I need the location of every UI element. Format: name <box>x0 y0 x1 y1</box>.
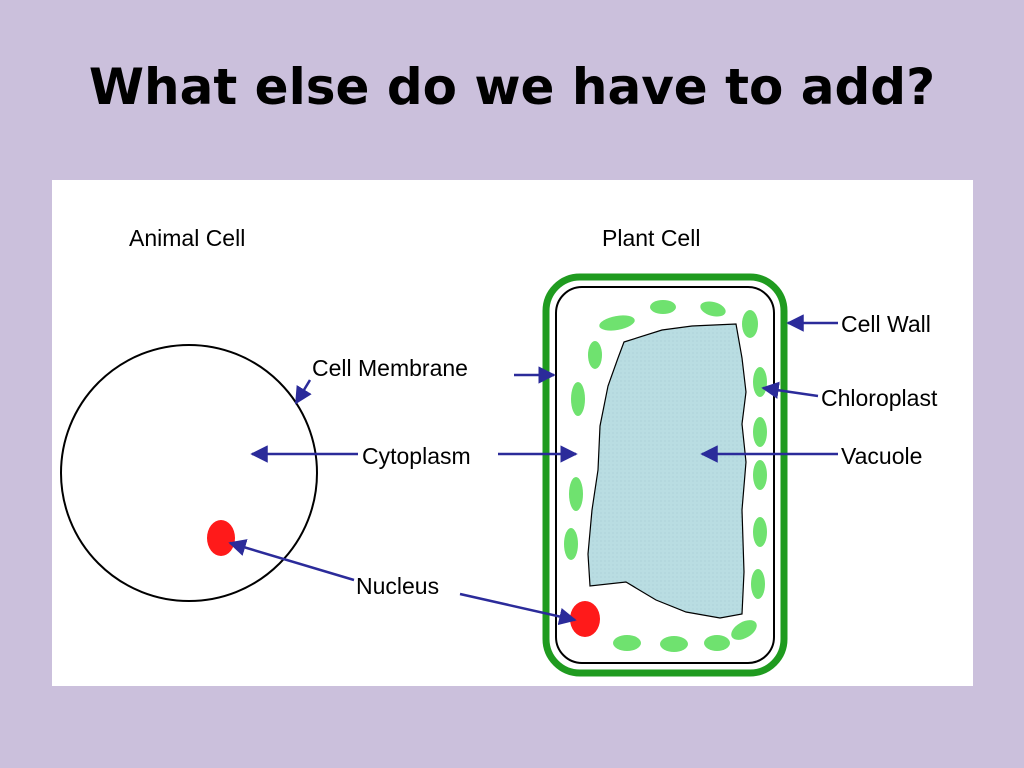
arrow-nucleus-animal <box>228 539 355 582</box>
chloroplast <box>571 382 585 416</box>
plant-cell-chloroplasts <box>564 300 767 652</box>
arrow-cell-membrane-animal <box>294 379 312 405</box>
chloroplast <box>753 367 767 397</box>
chloroplast <box>660 636 688 652</box>
chloroplast <box>599 315 635 331</box>
label-nucleus: Nucleus <box>356 573 440 599</box>
chloroplast <box>569 477 583 511</box>
animal-cell-heading: Animal Cell <box>129 225 246 251</box>
chloroplast <box>700 301 726 317</box>
plant-cell-heading: Plant Cell <box>602 225 701 251</box>
chloroplast <box>731 620 757 640</box>
plant-cell-vacuole <box>587 323 747 619</box>
chloroplast <box>751 569 765 599</box>
chloroplast <box>650 300 676 314</box>
chloroplast <box>588 341 602 369</box>
animal-cell-nucleus <box>207 520 235 556</box>
plant-cell-wall <box>542 273 788 677</box>
label-cytoplasm: Cytoplasm <box>362 443 471 469</box>
label-cell-membrane: Cell Membrane <box>312 355 468 381</box>
chloroplast <box>613 635 641 651</box>
chloroplast <box>704 635 730 651</box>
chloroplast <box>564 528 578 560</box>
cell-diagram: Animal Cell Plant Cell Cell Membrane Cyt… <box>52 180 973 686</box>
arrow-chloroplast <box>761 381 819 399</box>
label-chloroplast: Chloroplast <box>821 385 938 411</box>
chloroplast <box>742 310 758 338</box>
plant-cell-nucleus <box>570 601 600 637</box>
slide-title: What else do we have to add? <box>88 58 936 116</box>
label-cell-wall: Cell Wall <box>841 311 931 337</box>
chloroplast <box>753 517 767 547</box>
cell-diagram-graphics <box>60 273 838 677</box>
label-vacuole: Vacuole <box>841 443 923 469</box>
chloroplast <box>753 460 767 490</box>
label-arrows <box>228 314 838 626</box>
arrow-nucleus-plant <box>459 592 577 626</box>
chloroplast <box>753 417 767 447</box>
animal-cell-membrane <box>60 344 318 602</box>
